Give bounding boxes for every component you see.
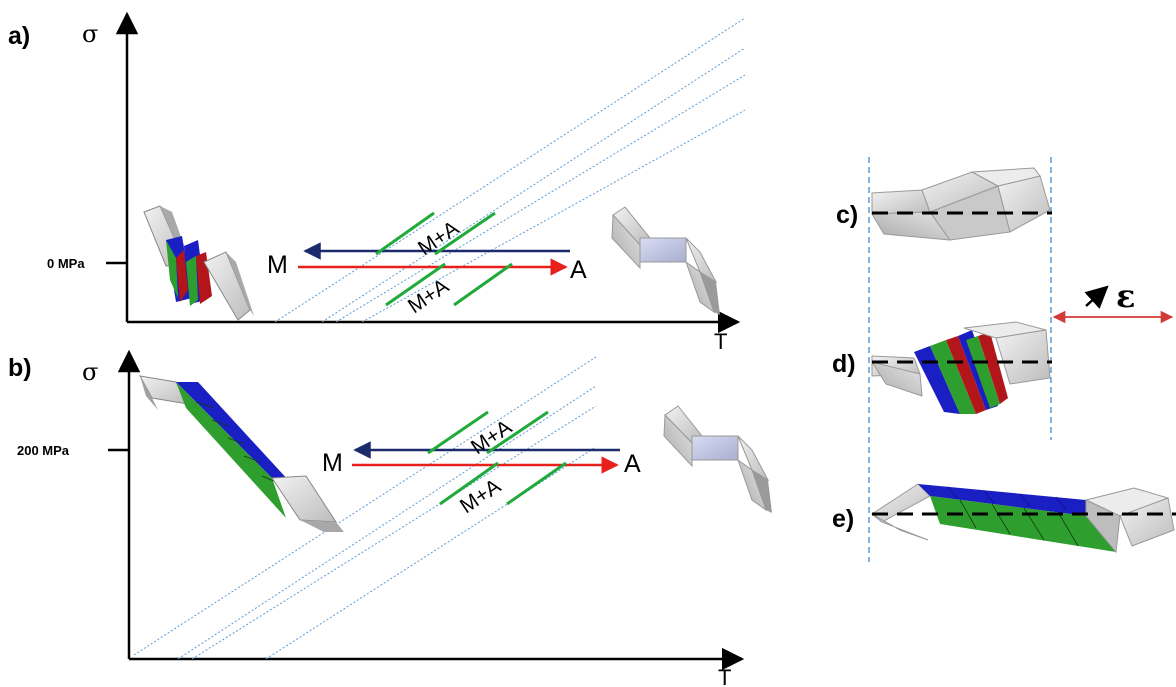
- panel-a-transition-markers: [375, 211, 513, 307]
- panel-a-stress-tick-label: 0 MPa: [47, 256, 85, 271]
- panel-a-austenite-crystal-illustration: [611, 206, 720, 315]
- strain-indicator: ε: [1052, 277, 1174, 324]
- strain-increase-arrow: [1084, 285, 1109, 309]
- panel-b-martensite-label: M: [322, 449, 343, 477]
- panel-a-austenite-label: A: [570, 256, 587, 284]
- panel-d: d): [832, 321, 1052, 414]
- panel-e: e): [832, 483, 1176, 554]
- panel-b-sigma-label: σ: [82, 358, 98, 386]
- panel-b: b) σ T 200 MPa M A M+A M+A: [8, 349, 772, 687]
- panel-a-martensite-crystal-illustration: [143, 205, 254, 321]
- panel-a: a) σ T 0 MPa M A M+A M+A: [8, 11, 746, 354]
- panel-b-stress-tick-label: 200 MPa: [17, 443, 70, 458]
- panel-a-sigma-label: σ: [82, 20, 98, 48]
- panel-a-clausius-clapeyron-lines: [274, 17, 746, 323]
- panel-a-lower-mix-label: M+A: [404, 275, 453, 319]
- panel-a-label: a): [8, 22, 30, 50]
- panel-d-label: d): [832, 350, 856, 378]
- panel-e-label: e): [832, 505, 854, 533]
- panel-c: c): [836, 167, 1052, 241]
- panel-b-clausius-clapeyron-lines: [133, 356, 597, 660]
- panel-c-label: c): [836, 201, 858, 229]
- strain-panels: c) d) e): [832, 157, 1176, 562]
- strain-epsilon-label: ε: [1116, 277, 1135, 315]
- panel-b-temperature-label: T: [718, 665, 731, 687]
- panel-b-transition-markers: [427, 410, 567, 506]
- panel-a-martensite-label: M: [267, 251, 288, 279]
- panel-b-austenite-label: A: [624, 450, 641, 478]
- panel-b-label: b): [8, 354, 32, 382]
- panel-b-detwinned-martensite-illustration: [139, 375, 344, 532]
- panel-a-temperature-label: T: [714, 329, 727, 354]
- panel-b-austenite-crystal-illustration: [663, 405, 772, 513]
- panel-b-lower-mix-label: M+A: [456, 475, 505, 519]
